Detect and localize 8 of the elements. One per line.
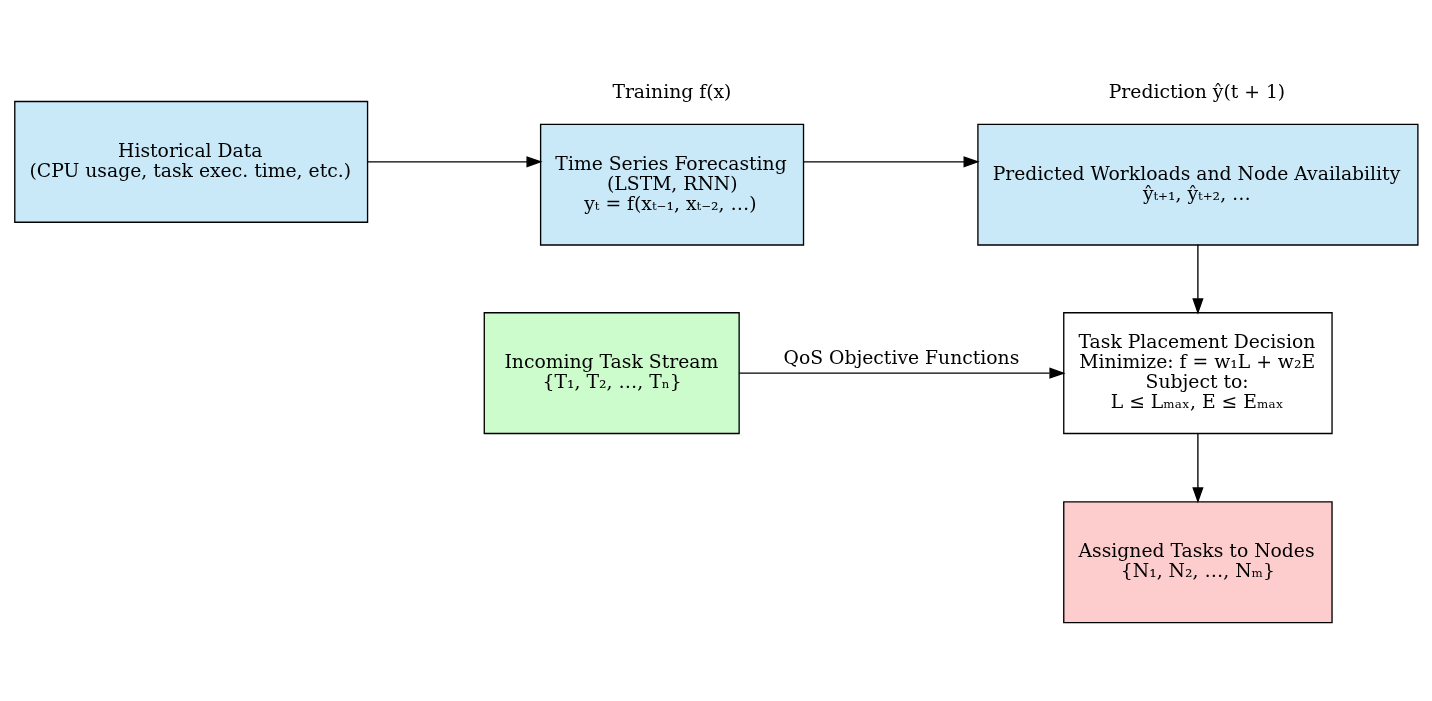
- arrow: [1192, 243, 1204, 314]
- arrow: [738, 367, 1066, 379]
- arrow: [802, 155, 980, 167]
- arrow: [1192, 432, 1204, 503]
- node-label: Prediction ŷ(t + 1): [1108, 80, 1286, 102]
- node-label: Training f(x): [612, 80, 732, 102]
- arrow: [366, 155, 543, 167]
- edge-label: QoS Objective Functions: [783, 346, 1020, 368]
